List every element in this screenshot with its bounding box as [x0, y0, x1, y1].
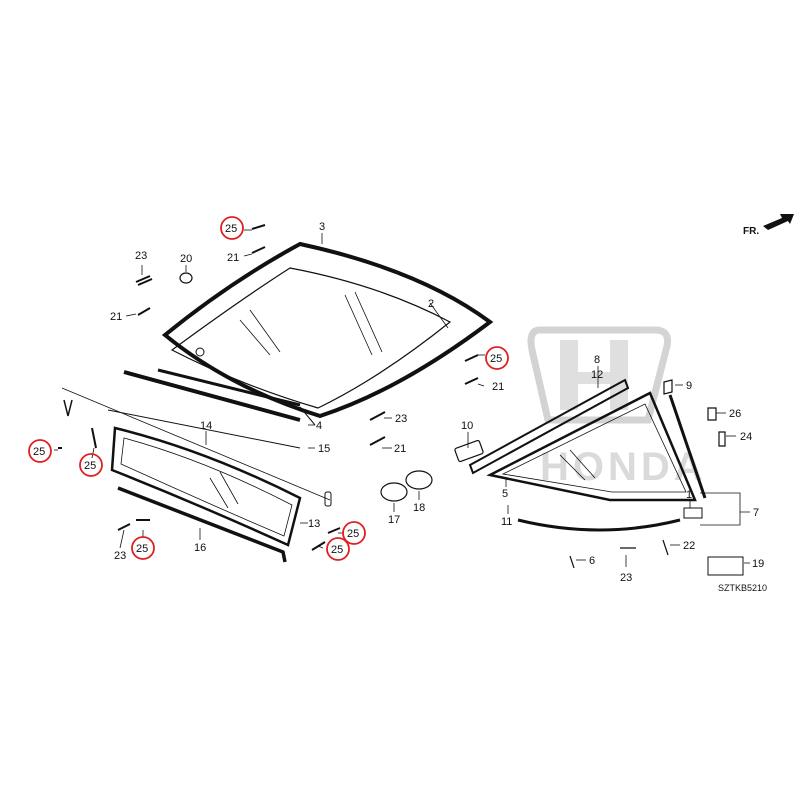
callout-21: 21 [227, 252, 239, 264]
callout-11: 11 [501, 516, 512, 528]
callout-12: 12 [591, 369, 603, 381]
windshield-molding [107, 368, 316, 449]
callout-22: 22 [683, 540, 695, 552]
callout-26: 26 [729, 408, 741, 420]
callout-3: 3 [319, 221, 325, 233]
highlight-circle [326, 537, 350, 561]
direction-label: FR. [743, 226, 759, 237]
callout-14: 14 [200, 420, 212, 432]
callout-19: 19 [752, 558, 764, 570]
highlight-circle [28, 439, 52, 463]
callout-13: 13 [308, 518, 320, 530]
highlight-circle [220, 216, 244, 240]
callout-25: 25 [331, 544, 343, 556]
callout-7: 7 [753, 507, 759, 519]
callout-1: 1 [686, 489, 692, 501]
callout-25: 25 [347, 528, 359, 540]
rear-windshield-glass [161, 241, 494, 419]
callout-25: 25 [33, 446, 45, 458]
highlight-circle [79, 453, 103, 477]
callout-25: 25 [136, 543, 148, 555]
callout-23: 23 [395, 413, 407, 425]
callout-15: 15 [318, 443, 330, 455]
callout-24: 24 [740, 431, 752, 443]
callout-20: 20 [180, 253, 192, 265]
callout-8: 8 [594, 354, 600, 366]
diagram-code: SZTKB5210 [718, 583, 767, 593]
callout-23: 23 [620, 572, 632, 584]
highlight-circle [342, 521, 366, 545]
callout-2: 2 [428, 298, 434, 310]
quarter-glass [454, 378, 744, 576]
callout-25: 25 [490, 353, 502, 365]
callout-18: 18 [413, 502, 425, 514]
callout-17: 17 [388, 514, 400, 526]
callout-25: 25 [225, 223, 237, 235]
callout-6: 6 [589, 555, 595, 567]
highlight-circles [28, 216, 509, 561]
callout-25: 25 [84, 460, 96, 472]
callout-9: 9 [686, 380, 692, 392]
callout-23: 23 [135, 250, 147, 262]
honda-watermark-logo: HONDA [527, 326, 703, 489]
callout-4: 4 [316, 420, 322, 432]
callout-21: 21 [110, 311, 122, 323]
leader-lines [54, 229, 750, 567]
clips-and-fasteners [58, 224, 726, 569]
callout-21: 21 [492, 381, 504, 393]
front-direction-arrow: FR. [743, 214, 794, 237]
callout-16: 16 [194, 542, 206, 554]
callout-10: 10 [461, 420, 473, 432]
rear-lower-glass [61, 387, 332, 563]
callout-labels: 25 3 23 20 21 21 2 8 12 25 21 9 23 4 14 … [33, 221, 767, 593]
callout-23: 23 [114, 550, 126, 562]
highlight-circle [131, 536, 155, 560]
callout-21: 21 [394, 443, 406, 455]
callout-5: 5 [502, 488, 508, 500]
highlight-circle [485, 346, 509, 370]
